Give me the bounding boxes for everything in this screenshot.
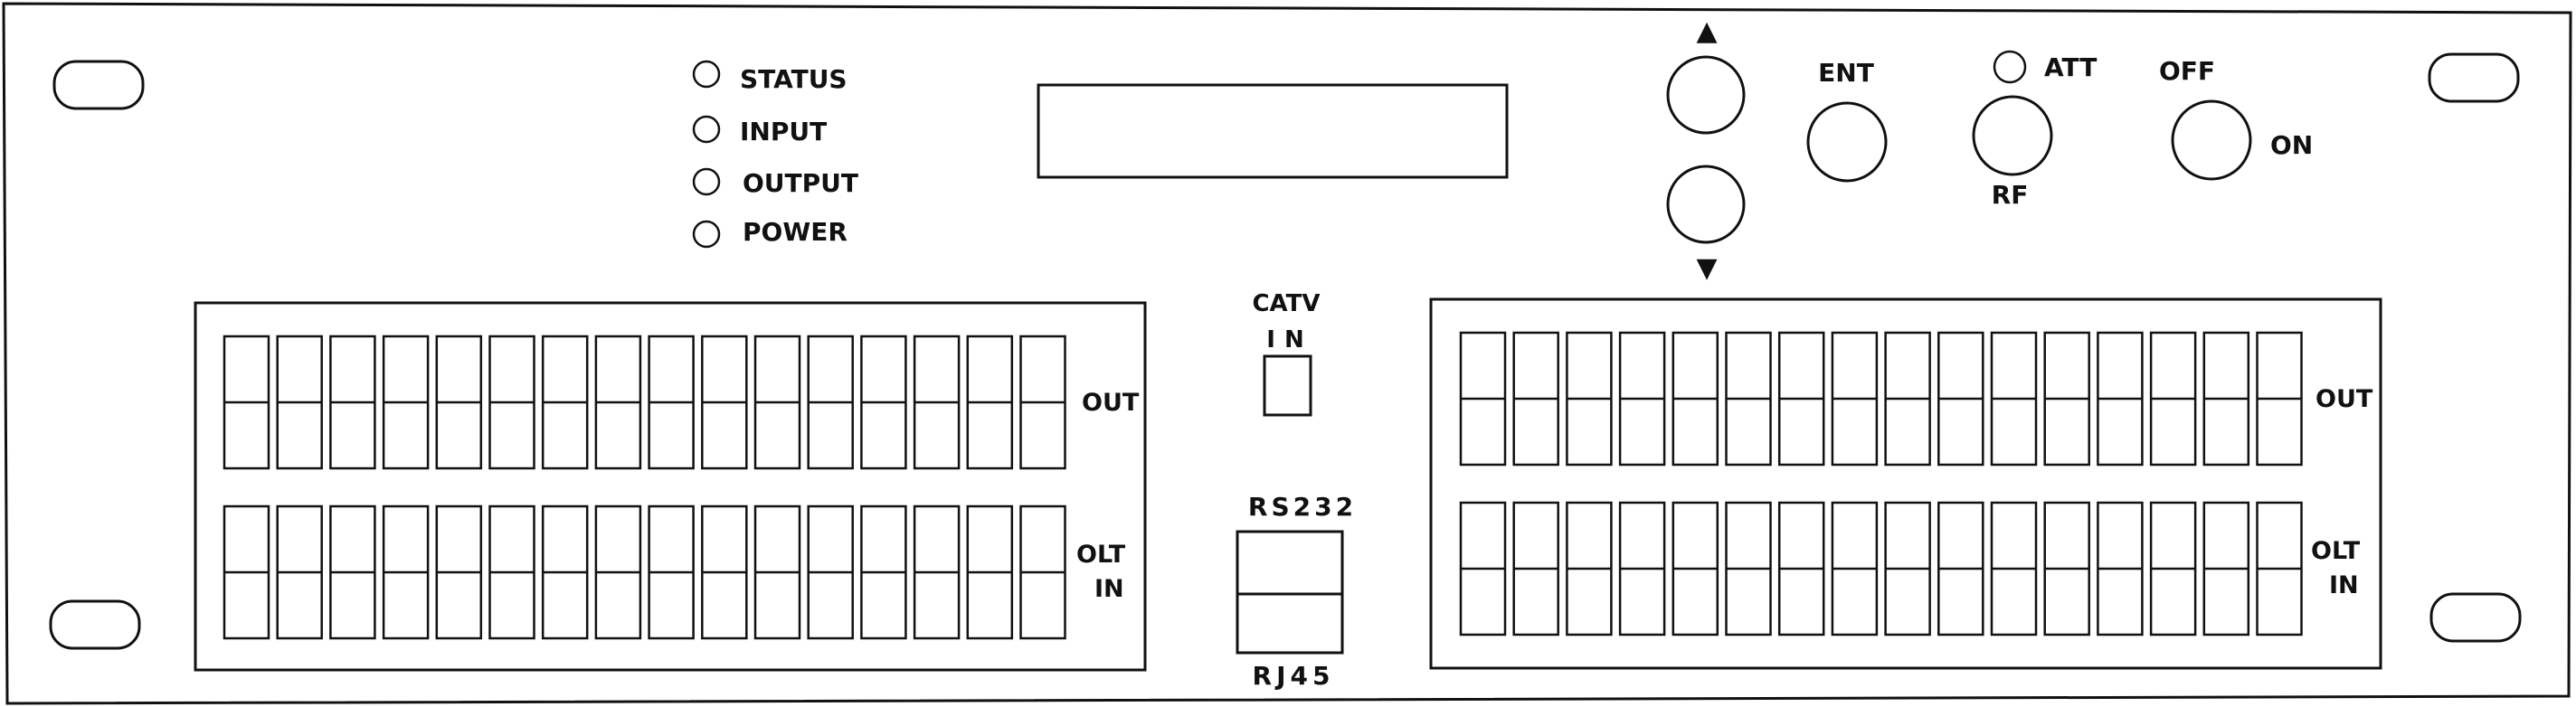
right-in-label: IN xyxy=(2329,571,2359,599)
down-arrow-icon: ▼ xyxy=(1696,252,1717,284)
left-in-label: IN xyxy=(1094,575,1124,603)
port-block-left-frame xyxy=(194,301,1147,672)
up-arrow-icon: ▲ xyxy=(1696,15,1717,47)
right-out-label: OUT xyxy=(2316,385,2373,413)
port-row-left-out xyxy=(223,335,1066,470)
on-label: ON xyxy=(2270,130,2313,160)
left-out-label: OUT xyxy=(1082,389,1140,417)
port-row-right-out xyxy=(1459,331,2303,467)
right-olt-label: OLT xyxy=(2311,537,2361,565)
mounting-hole-bottom-left xyxy=(49,599,141,650)
led-power-label: POWER xyxy=(743,217,848,247)
rs232-label: RS232 xyxy=(1248,492,1357,522)
rf-button[interactable] xyxy=(1972,95,2053,176)
up-button[interactable] xyxy=(1666,55,1746,135)
led-power: POWER xyxy=(692,217,848,249)
port-row-left-olt xyxy=(223,504,1066,640)
led-output-indicator xyxy=(692,167,721,196)
port-block-right-frame xyxy=(1429,297,2382,670)
led-output: OUTPUT xyxy=(692,167,858,198)
lcd-display xyxy=(1037,83,1509,179)
port-block-left: OUT OLT IN xyxy=(194,301,1147,672)
att-label: ATT xyxy=(2044,52,2097,82)
catv-label-line1: CATV xyxy=(1252,290,1320,317)
port-row-right-olt xyxy=(1459,501,2303,636)
led-status: STATUS xyxy=(692,60,848,94)
led-status-label: STATUS xyxy=(740,64,848,94)
mounting-hole-top-left xyxy=(52,60,145,110)
power-switch[interactable] xyxy=(2171,99,2252,181)
mounting-hole-top-right xyxy=(2428,52,2520,103)
rs232-port[interactable] xyxy=(1236,530,1344,596)
ent-label: ENT xyxy=(1818,58,1874,88)
rf-label: RF xyxy=(1992,180,2029,210)
rj45-port[interactable] xyxy=(1236,592,1344,655)
port-block-right: OUT OLT IN xyxy=(1429,297,2382,670)
catv-label-line2: IN xyxy=(1266,326,1312,354)
led-status-indicator xyxy=(692,60,721,89)
mounting-hole-bottom-right xyxy=(2429,592,2522,643)
down-button[interactable] xyxy=(1666,165,1746,244)
off-label: OFF xyxy=(2159,56,2215,86)
led-output-label: OUTPUT xyxy=(743,168,858,198)
rj45-label: RJ45 xyxy=(1253,661,1335,691)
att-led-indicator xyxy=(1993,50,2027,84)
left-olt-label: OLT xyxy=(1076,541,1126,569)
led-input: INPUT xyxy=(692,115,827,146)
led-input-label: INPUT xyxy=(740,117,827,146)
catv-in-port[interactable] xyxy=(1263,354,1312,417)
ent-button[interactable] xyxy=(1806,101,1888,183)
led-power-indicator xyxy=(692,220,721,249)
led-input-indicator xyxy=(692,115,721,144)
